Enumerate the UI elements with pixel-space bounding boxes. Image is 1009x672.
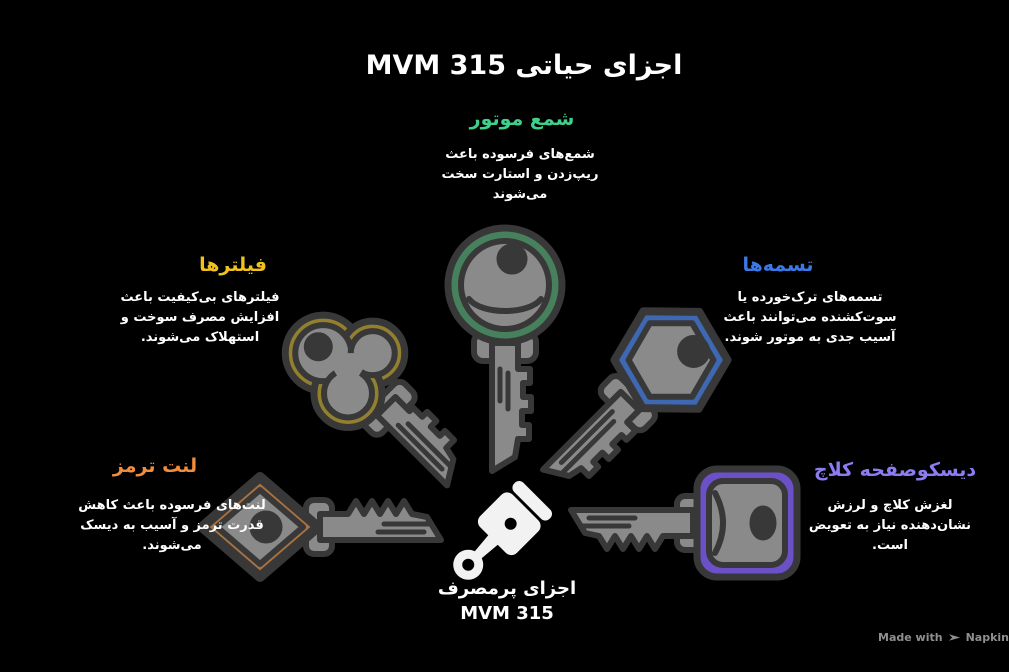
key-head-hole [677,335,711,369]
clutch-key [568,465,801,581]
napkin-brand-label: Napkin [965,631,1009,644]
key-grooves [395,421,455,472]
key-head-hole [303,332,333,362]
key-head-hole [249,510,283,544]
key-head-hole [496,243,528,275]
key-grooves [580,515,638,529]
key-head-inner [706,478,788,568]
key-head-notch [712,490,726,556]
made-with-label: Made with [878,631,943,644]
section-heading-brake-pads: لنت ترمز [112,455,198,477]
center-label: اجزای پرمصرف MVM 315 [437,578,577,624]
page-title: اجزای حیاتی MVM 315 [365,50,683,81]
section-body-belts: تسمه‌های ترک‌خورده یا سوت‌کشنده می‌توانن… [723,290,897,345]
piston-icon [453,480,553,580]
made-with-napkin: Made with Napkin [878,631,1009,644]
section-body-brake-pads: لنت‌های فرسوده باعث کاهش قدرت ترمز و آسی… [78,498,266,553]
section-body-filters: فیلترهای بی‌کیفیت باعث افزایش مصرف سوخت … [120,290,280,345]
key-grooves [558,409,617,475]
brake-pads-key [197,472,444,582]
napkin-logo-icon [948,634,960,641]
section-heading-clutch: دیسکوصفحه کلاچ [813,459,977,481]
section-heading-filters: فیلترها [199,254,267,276]
section-heading-spark-plugs: شمع موتور [469,108,575,130]
key-grooves [375,521,433,535]
belts-key [540,307,732,479]
key-head-notch [466,296,544,314]
section-body-clutch: لغزش کلاچ و لرزش نشان‌دهنده نیاز به تعوی… [808,498,972,553]
key-head-hole [749,505,777,541]
section-heading-belts: تسمه‌ها [742,254,814,276]
spark-plug-key [444,224,566,474]
key-grooves [497,366,511,412]
section-body-spark-plugs: شمع‌های فرسوده باعث ریپ‌زدن و استارت سخت… [441,147,599,202]
filters-key [281,311,458,489]
